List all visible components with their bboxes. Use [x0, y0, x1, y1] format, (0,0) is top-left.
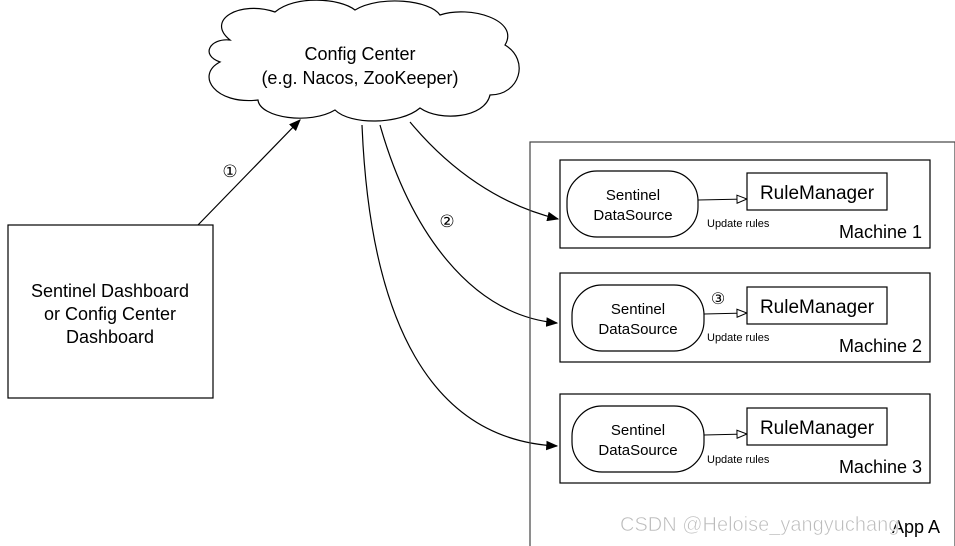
svg-text:RuleManager: RuleManager	[760, 418, 875, 439]
machine-3: Sentinel DataSource RuleManager Update r…	[559, 393, 931, 484]
svg-text:Machine 3: Machine 3	[839, 457, 922, 477]
pull-arrow-3	[361, 124, 559, 451]
svg-text:Sentinel: Sentinel	[611, 422, 665, 439]
svg-text:DataSource: DataSource	[593, 207, 672, 224]
dashboard-line2: or Config Center	[44, 304, 176, 324]
svg-text:RuleManager: RuleManager	[760, 297, 875, 318]
step-2-label: ②	[439, 212, 454, 231]
svg-text:Machine 1: Machine 1	[839, 222, 922, 242]
sentinel-datasource-2	[571, 284, 705, 352]
svg-text:Sentinel: Sentinel	[606, 187, 660, 204]
step-1-label: ①	[222, 162, 237, 181]
pull-arrow-2	[379, 124, 559, 327]
cloud-title: Config Center	[304, 44, 415, 64]
svg-text:Sentinel: Sentinel	[611, 301, 665, 318]
cloud-subtitle: (e.g. Nacos, ZooKeeper)	[261, 68, 458, 88]
machine-2: Sentinel DataSource RuleManager ③ Update…	[559, 272, 931, 363]
pull-arrow-1	[409, 121, 560, 222]
svg-text:RuleManager: RuleManager	[760, 183, 875, 204]
machine-1: Sentinel DataSource RuleManager Update r…	[559, 159, 931, 249]
svg-text:Update rules: Update rules	[707, 332, 770, 344]
rule-manager-3	[746, 407, 888, 446]
app-box	[529, 141, 955, 546]
rule-manager-2	[746, 286, 888, 325]
config-center-cloud: Config Center (e.g. Nacos, ZooKeeper)	[208, 0, 520, 122]
dashboard-box: Sentinel Dashboard or Config Center Dash…	[7, 224, 214, 399]
svg-text:DataSource: DataSource	[598, 442, 677, 459]
watermark: CSDN @Heloise_yangyuchang	[620, 514, 899, 536]
push-arrow	[197, 119, 301, 226]
svg-text:Machine 2: Machine 2	[839, 336, 922, 356]
dashboard-line1: Sentinel Dashboard	[31, 281, 189, 301]
svg-text:Update rules: Update rules	[707, 454, 770, 466]
step-3-label: ③	[711, 291, 725, 308]
svg-text:Update rules: Update rules	[707, 218, 770, 230]
sentinel-datasource-3	[571, 405, 705, 473]
app-label: App A	[892, 517, 940, 537]
svg-text:DataSource: DataSource	[598, 321, 677, 338]
rule-manager-1	[746, 172, 888, 211]
dashboard-line3: Dashboard	[66, 327, 154, 347]
sentinel-datasource-1	[566, 170, 699, 238]
